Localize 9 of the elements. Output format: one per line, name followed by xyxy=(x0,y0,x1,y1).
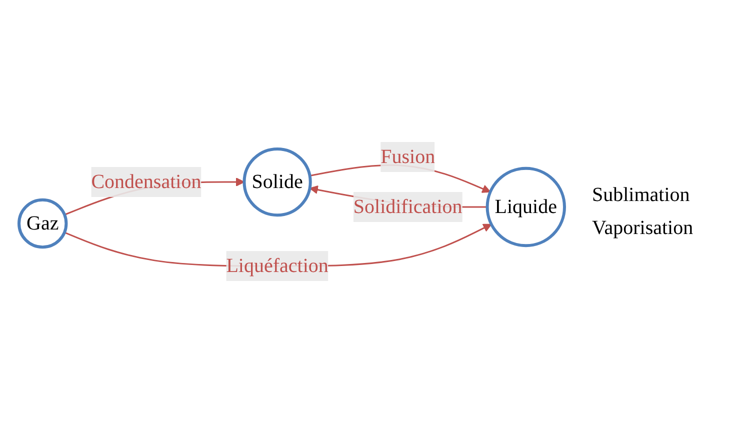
edge-label: Fusion xyxy=(380,146,436,168)
edge-label: Solidification xyxy=(354,196,463,218)
edge-label: Condensation xyxy=(91,170,202,193)
note-label: Sublimation xyxy=(592,184,691,206)
node-circle: Liquide xyxy=(486,166,566,248)
note-label: Vaporisation xyxy=(592,216,694,240)
node-circle: Gaz xyxy=(18,198,68,249)
node-circle: Solide xyxy=(242,147,312,217)
edge-label: Liquéfaction xyxy=(226,255,329,278)
